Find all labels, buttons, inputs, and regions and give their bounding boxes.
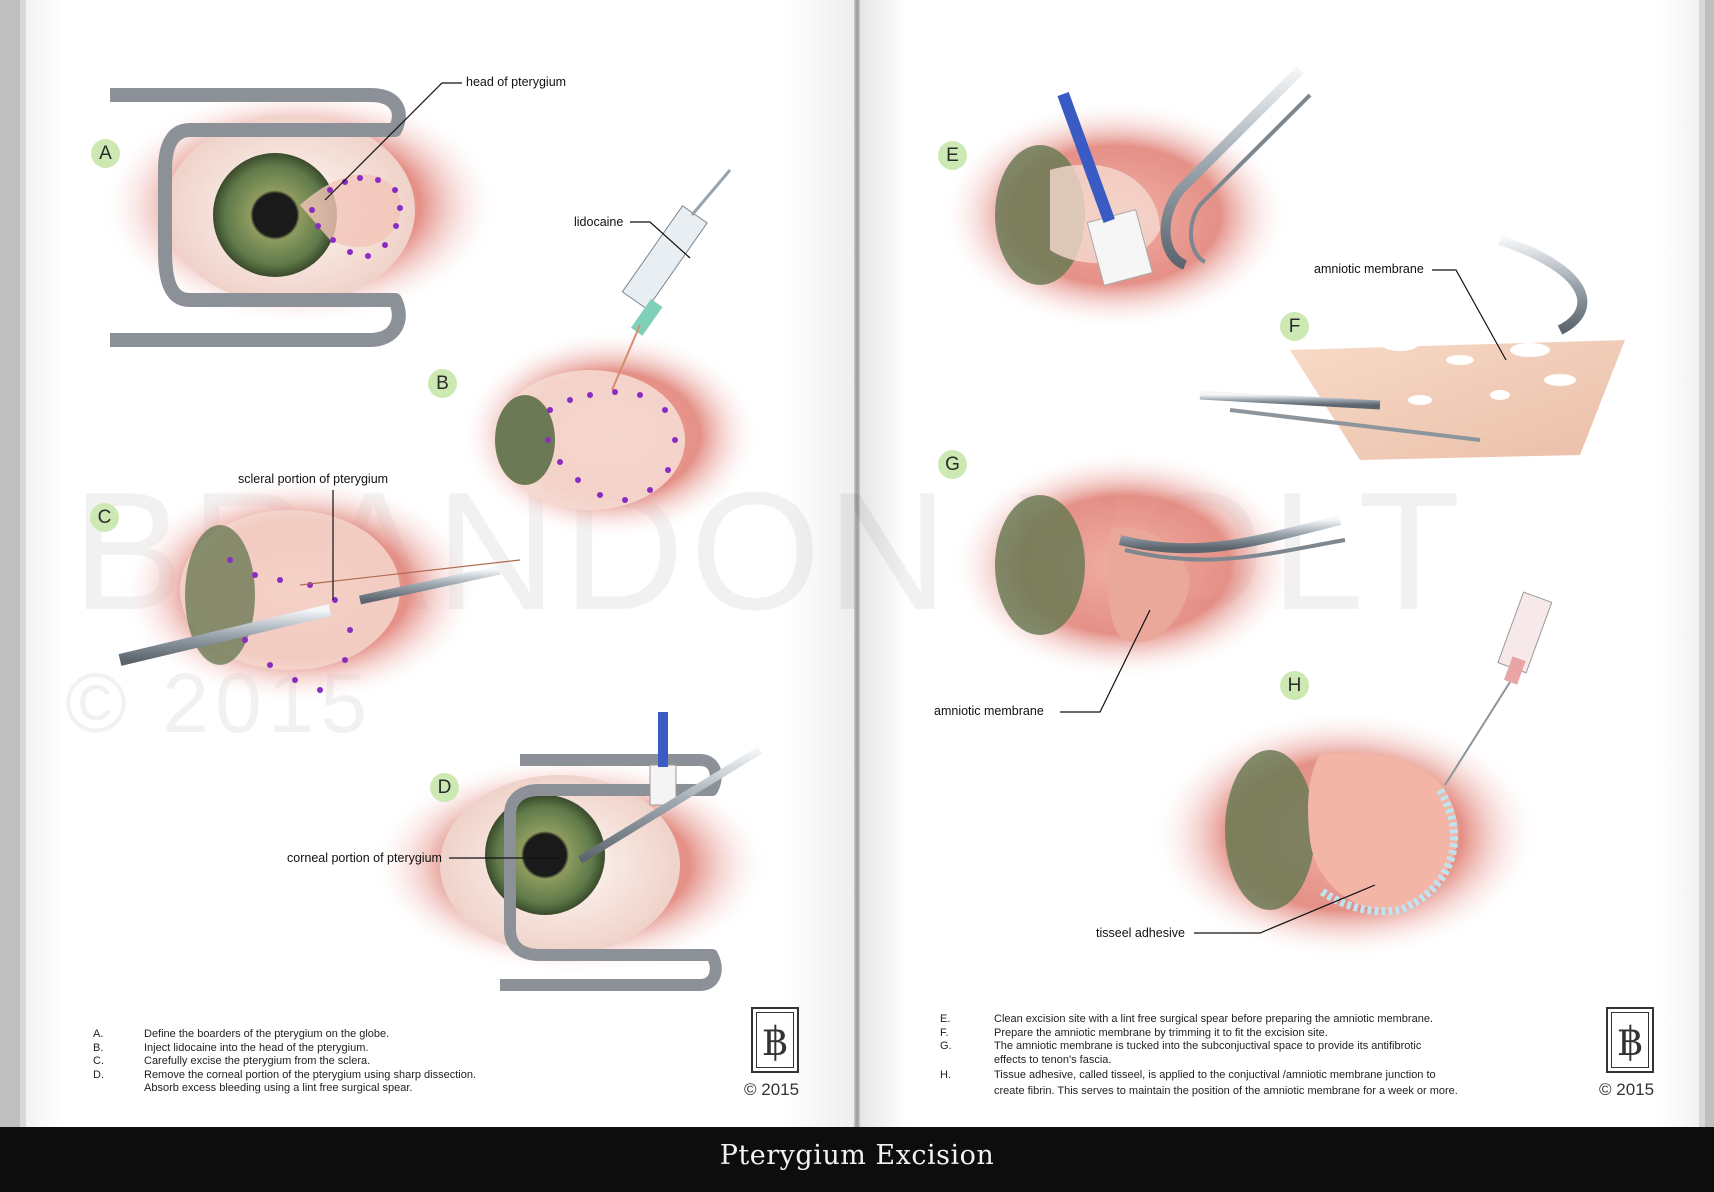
label-head-of-pterygium: head of pterygium bbox=[466, 75, 567, 89]
note-key: E. bbox=[940, 1013, 951, 1025]
note-h: H. Tissue adhesive, called tisseel, is ap… bbox=[940, 1069, 1500, 1083]
note-g: G. The amniotic membrane is tucked into t… bbox=[940, 1040, 1500, 1054]
right-notes: E. Clean excision site with a lint free s… bbox=[940, 1013, 1500, 1098]
note-h-continued: create fibrin. This serves to maintain t… bbox=[994, 1084, 1458, 1097]
note-key: F. bbox=[940, 1026, 949, 1039]
label-scleral-portion: scleral portion of pterygium bbox=[238, 472, 389, 486]
panel-f-badge: F bbox=[1280, 312, 1309, 341]
note-text: The amniotic membrane is tucked into the… bbox=[994, 1040, 1422, 1052]
label-corneal-portion: corneal portion of pterygium bbox=[287, 851, 442, 865]
note-text: Remove the corneal portion of the pteryg… bbox=[144, 1068, 477, 1081]
panel-h-badge: H bbox=[1280, 671, 1309, 700]
note-text: Inject lidocaine into the head of the pt… bbox=[144, 1041, 369, 1054]
right-page bbox=[857, 0, 1705, 1127]
note-text: Tissue adhesive, called tisseel, is appl… bbox=[994, 1069, 1436, 1081]
note-e: E. Clean excision site with a lint free s… bbox=[940, 1013, 1500, 1027]
brand-logo-right: ฿ bbox=[1606, 1007, 1654, 1073]
label-lidocaine: lidocaine bbox=[574, 215, 624, 229]
note-g-continued: effects to tenon's fascia. bbox=[994, 1053, 1112, 1066]
note-d: D. Remove the corneal portion of the pter… bbox=[93, 1069, 563, 1083]
note-text: Clean excision site with a lint free sur… bbox=[994, 1013, 1433, 1025]
book-gutter bbox=[854, 0, 860, 1127]
panel-d-badge: D bbox=[430, 773, 459, 802]
note-a: A. Define the boarders of the pterygium o… bbox=[93, 1028, 563, 1042]
note-d-continued: Absorb excess bleeding using a lint free… bbox=[144, 1082, 413, 1094]
panel-g-badge: G bbox=[938, 450, 967, 479]
label-amniotic-membrane-g: amniotic membrane bbox=[934, 704, 1044, 718]
copyright-left: © 2015 bbox=[744, 1080, 800, 1099]
note-text: Carefully excise the pterygium from the … bbox=[144, 1055, 371, 1067]
page-caption: Pterygium Excision bbox=[719, 1140, 995, 1171]
panel-a-badge: A bbox=[91, 139, 120, 168]
brand-logo-glyph: ฿ bbox=[1611, 1012, 1649, 1068]
note-key: G. bbox=[940, 1040, 952, 1052]
note-text: Define the boarders of the pterygium on … bbox=[144, 1028, 390, 1040]
note-b: B. Inject lidocaine into the head of the … bbox=[93, 1042, 563, 1056]
note-text: Prepare the amniotic membrane by trimmin… bbox=[994, 1026, 1328, 1039]
brand-logo-left: ฿ bbox=[751, 1007, 799, 1073]
label-tisseel-adhesive: tisseel adhesive bbox=[1096, 926, 1185, 940]
brand-logo-glyph: ฿ bbox=[756, 1012, 794, 1068]
panel-c-badge: C bbox=[90, 503, 119, 532]
caption-bar bbox=[0, 1127, 1714, 1192]
book-spread: BRANDON HOLT © 2015 bbox=[20, 0, 1705, 1127]
left-notes: A. Define the boarders of the pterygium o… bbox=[93, 1028, 563, 1096]
note-key: B. bbox=[93, 1041, 104, 1054]
left-page bbox=[20, 0, 857, 1127]
note-key: C. bbox=[93, 1055, 104, 1067]
label-amniotic-membrane-f: amniotic membrane bbox=[1314, 262, 1424, 276]
panel-e-badge: E bbox=[938, 141, 967, 170]
note-f: F. Prepare the amniotic membrane by trimm… bbox=[940, 1027, 1500, 1041]
note-key: D. bbox=[93, 1068, 104, 1081]
note-c: C. Carefully excise the pterygium from th… bbox=[93, 1055, 563, 1069]
note-key: A. bbox=[93, 1028, 104, 1040]
panel-b-badge: B bbox=[428, 369, 457, 398]
copyright-right: © 2015 bbox=[1599, 1080, 1655, 1099]
note-key: H. bbox=[940, 1069, 951, 1081]
